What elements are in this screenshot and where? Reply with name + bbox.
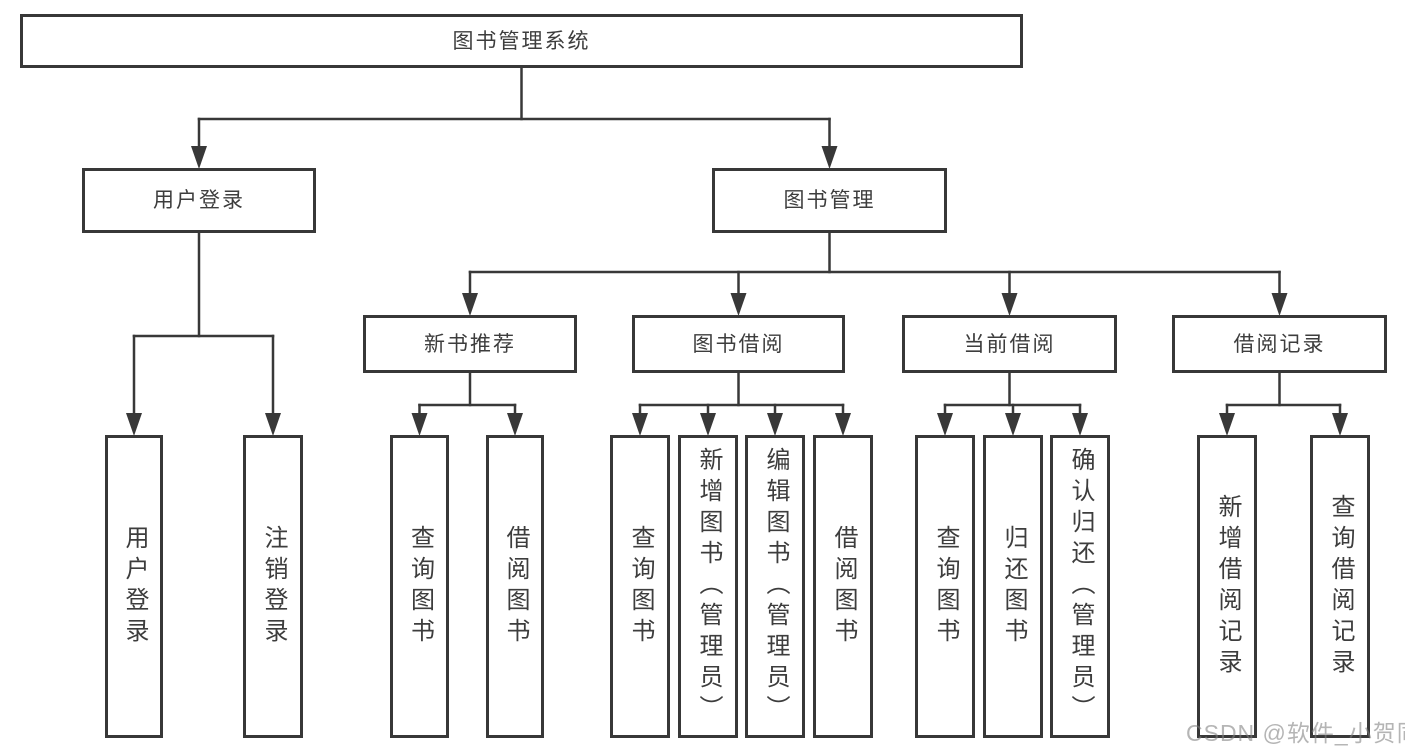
node-current-borrow: 当前借阅 [902,315,1117,373]
node-leaf-confirm-return: 确认归还（管理员） [1050,435,1110,738]
arrowhead-icon [1072,413,1088,436]
node-label: 用户登录 [121,524,148,649]
arrowhead-icon [700,413,716,436]
arrowhead-icon [835,413,851,436]
arrowhead-icon [462,293,478,316]
arrowhead-icon [411,413,428,436]
node-leaf-edit-book: 编辑图书（管理员） [745,435,805,738]
arrowhead-icon [1005,413,1021,436]
node-label: 图书管理 [783,189,876,212]
node-book-management: 图书管理 [712,168,947,233]
node-leaf-query-book-3: 查询图书 [915,435,975,738]
node-leaf-return-book: 归还图书 [983,435,1043,738]
arrowhead-icon [730,293,747,316]
arrowhead-icon [767,413,783,436]
arrowhead-icon [1271,293,1288,316]
node-new-book-rec: 新书推荐 [363,315,577,373]
node-label: 归还图书 [1000,524,1027,649]
arrowhead-icon [1332,413,1348,436]
node-leaf-add-borrow-record: 新增借阅记录 [1197,435,1257,738]
node-book-borrow: 图书借阅 [632,315,845,373]
node-label: 新增借阅记录 [1214,493,1241,680]
node-label: 图书管理系统 [452,29,591,53]
arrowhead-icon [937,413,953,436]
node-label: 查询图书 [627,524,654,649]
node-label: 新书推荐 [424,332,516,356]
node-label: 用户登录 [153,189,245,212]
node-leaf-query-borrow-record: 查询借阅记录 [1310,435,1370,738]
node-leaf-add-book: 新增图书（管理员） [678,435,738,738]
arrowhead-icon [1219,413,1235,436]
node-label: 查询图书 [406,524,434,649]
node-leaf-user-login: 用户登录 [105,435,163,738]
arrowhead-icon [191,146,207,169]
node-label: 借阅图书 [502,524,529,649]
node-label: 借阅记录 [1233,332,1326,356]
arrowhead-icon [1001,293,1018,316]
node-label: 当前借阅 [963,332,1056,356]
node-label: 查询图书 [932,524,959,649]
arrowhead-icon [265,413,281,436]
node-label: 注销登录 [260,524,287,649]
node-leaf-borrow-book-2: 借阅图书 [813,435,873,738]
arrowhead-icon [126,413,142,436]
node-label: 图书借阅 [692,332,785,356]
csdn-watermark: CSDN @软件_小贺同学 [1186,720,1405,746]
node-leaf-borrow-book-1: 借阅图书 [486,435,544,738]
node-label: 确认归还（管理员） [1067,447,1094,726]
node-leaf-query-book-1: 查询图书 [390,435,449,738]
node-user-login: 用户登录 [82,168,316,233]
node-root: 图书管理系统 [20,14,1023,68]
arrowhead-icon [507,413,523,436]
node-leaf-query-book-2: 查询图书 [610,435,670,738]
node-leaf-logout: 注销登录 [243,435,303,738]
node-label: 查询借阅记录 [1327,493,1354,680]
node-label: 编辑图书（管理员） [762,447,789,726]
arrowhead-icon [821,146,838,169]
node-borrow-records: 借阅记录 [1172,315,1387,373]
node-label: 借阅图书 [830,524,857,649]
arrowhead-icon [632,413,648,436]
node-label: 新增图书（管理员） [695,447,722,726]
